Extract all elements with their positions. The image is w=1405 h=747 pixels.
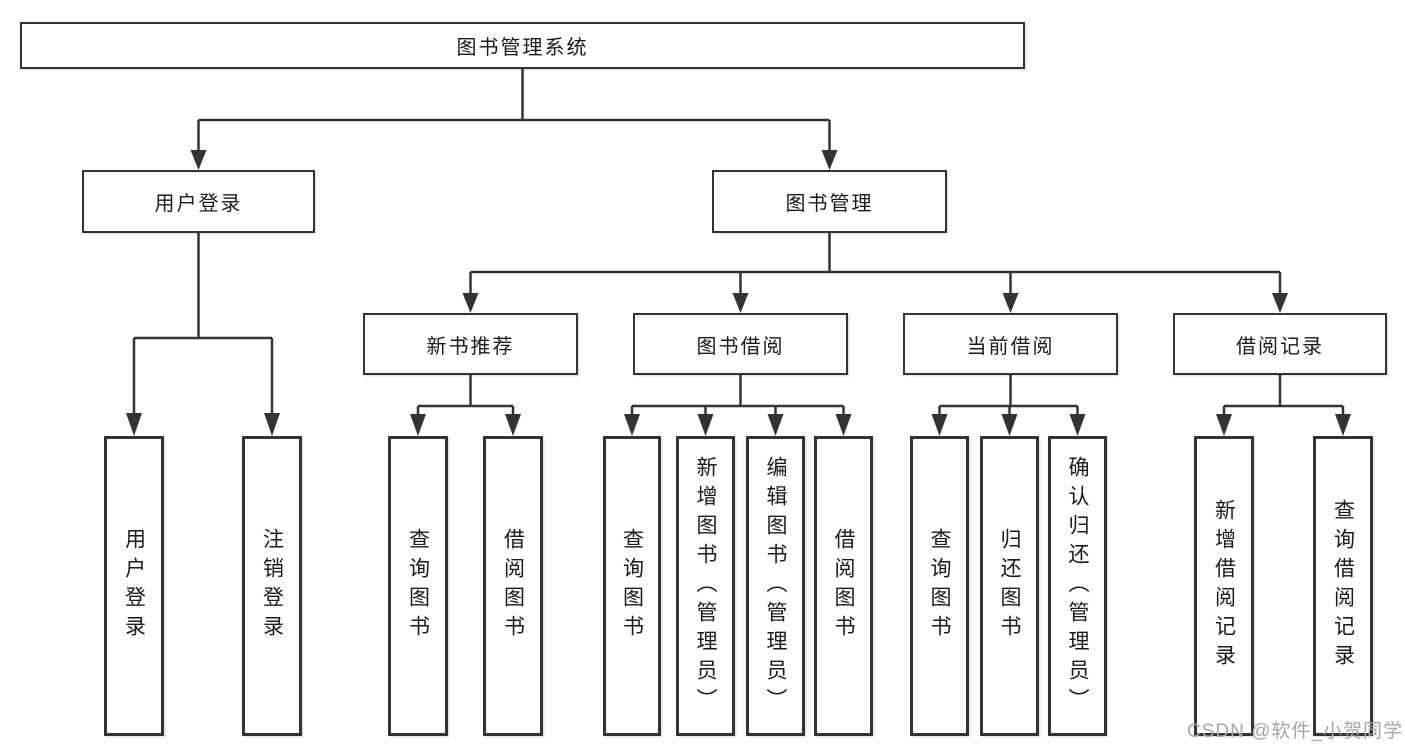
node-book-borrow: 图书借阅 (633, 313, 848, 375)
leaf-cb-confirm-return-admin: 确认归还（管理员） (1048, 436, 1107, 736)
node-current-borrow: 当前借阅 (903, 313, 1118, 375)
node-user-login: 用户登录 (82, 170, 315, 233)
leaf-br-query-borrow-record: 查询借阅记录 (1313, 436, 1373, 736)
connector-current-borrow-to-leaves (931, 375, 1086, 436)
leaf-br-add-borrow-record: 新增借阅记录 (1194, 436, 1254, 736)
leaf-cb-query-books: 查询图书 (910, 436, 969, 736)
leaf-nbr-borrow-books: 借阅图书 (483, 436, 543, 736)
node-library-management-system: 图书管理系统 (20, 22, 1025, 69)
leaf-cb-return-books: 归还图书 (980, 436, 1039, 736)
leaf-bb-edit-books-admin: 编辑图书（管理员） (746, 436, 805, 736)
connector-borrow-records-to-leaves (1216, 375, 1351, 436)
watermark-csdn: CSDN @软件_小贺同学 (1187, 721, 1403, 742)
node-book-management: 图书管理 (712, 170, 947, 233)
node-new-book-recommend: 新书推荐 (363, 313, 578, 375)
connector-new-book-rec-to-leaves (410, 375, 521, 436)
connector-book-borrow-to-leaves (624, 375, 852, 436)
connector-user-login-to-leaves (126, 233, 280, 436)
leaf-nbr-query-books: 查询图书 (388, 436, 448, 736)
leaf-bb-borrow-books: 借阅图书 (814, 436, 873, 736)
leaf-logout: 注销登录 (242, 436, 302, 736)
leaf-bb-query-books: 查询图书 (603, 436, 661, 736)
leaf-user-login: 用户登录 (104, 436, 164, 736)
leaf-bb-add-books-admin: 新增图书（管理员） (676, 436, 735, 736)
connector-root-to-level1 (190, 69, 838, 170)
connector-book-mgmt-to-level2 (462, 233, 1288, 313)
node-borrow-records: 借阅记录 (1173, 313, 1387, 375)
